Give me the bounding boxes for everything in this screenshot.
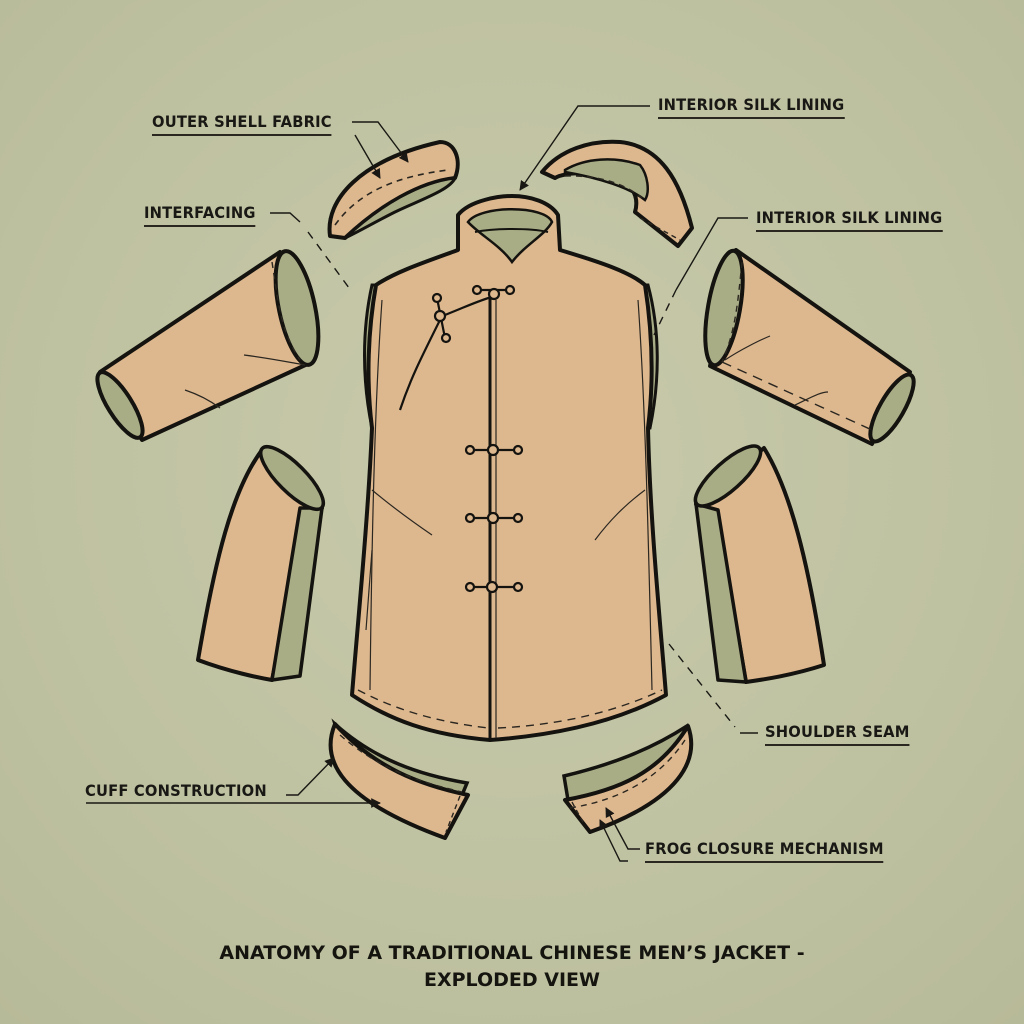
label-cuff-construction: CUFF CONSTRUCTION <box>85 781 267 800</box>
label-frog-closure-mechanism: FROG CLOSURE MECHANISM <box>645 840 884 863</box>
frog-closure-side <box>431 292 452 344</box>
lower-sleeve-left <box>196 444 326 682</box>
frog-closure-1 <box>464 443 524 457</box>
label-interior-silk-lining-right: INTERIOR SILK LINING <box>756 209 943 232</box>
frog-closure-2 <box>464 511 524 525</box>
cuff-right <box>562 723 694 834</box>
label-outer-shell-fabric: OUTER SHELL FABRIC <box>152 113 332 136</box>
diagram-title: ANATOMY OF A TRADITIONAL CHINESE MEN’S J… <box>0 940 1024 994</box>
title-line-1: ANATOMY OF A TRADITIONAL CHINESE MEN’S J… <box>219 942 805 964</box>
label-interior-silk-lining-top: INTERIOR SILK LINING <box>658 96 845 119</box>
collar-piece-right <box>540 139 694 248</box>
jacket-body <box>350 194 668 742</box>
cuff-left <box>328 718 470 840</box>
leader-lines <box>86 105 758 862</box>
frog-closure-collar <box>471 284 516 301</box>
lower-sleeve-right <box>693 444 826 684</box>
upper-sleeve-left <box>95 249 321 442</box>
collar-piece-left <box>327 140 460 240</box>
label-shoulder-seam: SHOULDER SEAM <box>765 723 910 746</box>
frog-closure-3 <box>464 580 524 594</box>
upper-sleeve-right <box>703 248 916 446</box>
label-interfacing: INTERFACING <box>144 204 256 227</box>
title-line-2: EXPLODED VIEW <box>424 969 600 991</box>
